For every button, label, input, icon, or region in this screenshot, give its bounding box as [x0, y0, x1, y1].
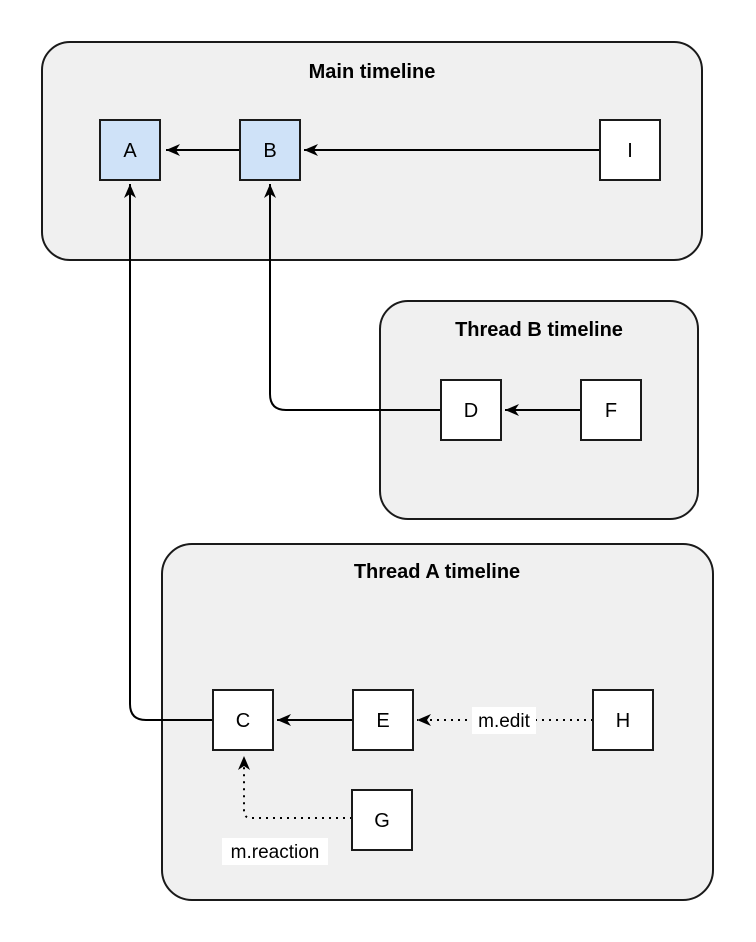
node-A-box [99, 119, 161, 181]
node-B-box [239, 119, 301, 181]
node-B: B [239, 119, 301, 181]
node-D: D [440, 379, 502, 441]
node-H-label: H [616, 710, 630, 732]
node-I-box [599, 119, 661, 181]
edge-label-m-reaction-bg [222, 838, 328, 865]
edge-d-to-b [264, 184, 441, 411]
edge-label-m-edit-text: m.edit [478, 711, 530, 732]
node-H-box [592, 689, 654, 751]
edge-g-to-c [238, 756, 352, 819]
thread-a-timeline-title: Thread A timeline [354, 561, 520, 583]
node-C: C [212, 689, 274, 751]
node-I-label: I [627, 140, 633, 162]
edge-label-m-edit: m.edit [472, 707, 536, 734]
node-A-label: A [123, 140, 137, 162]
edge-label-m-reaction-text: m.reaction [231, 842, 320, 863]
node-D-box [440, 379, 502, 441]
edge-label-m-reaction: m.reaction [222, 838, 328, 865]
node-C-box [212, 689, 274, 751]
node-G: G [351, 789, 413, 851]
node-E: E [352, 689, 414, 751]
node-C-label: C [236, 710, 250, 732]
node-H: H [592, 689, 654, 751]
node-G-box [351, 789, 413, 851]
node-F: F [580, 379, 642, 441]
node-I: I [599, 119, 661, 181]
thread-b-timeline-title: Thread B timeline [455, 319, 623, 341]
node-B-label: B [263, 140, 276, 162]
edge-c-to-a [124, 184, 213, 721]
node-E-label: E [376, 710, 389, 732]
node-F-box [580, 379, 642, 441]
node-E-box [352, 689, 414, 751]
node-D-label: D [464, 400, 478, 422]
main-timeline-title: Main timeline [309, 61, 436, 83]
thread-a-timeline-box [161, 543, 714, 901]
thread-a-timeline-container: Thread A timeline [161, 543, 714, 901]
node-F-label: F [605, 400, 617, 422]
node-G-label: G [374, 810, 390, 832]
edge-label-m-edit-bg [472, 707, 536, 734]
node-A: A [99, 119, 161, 181]
